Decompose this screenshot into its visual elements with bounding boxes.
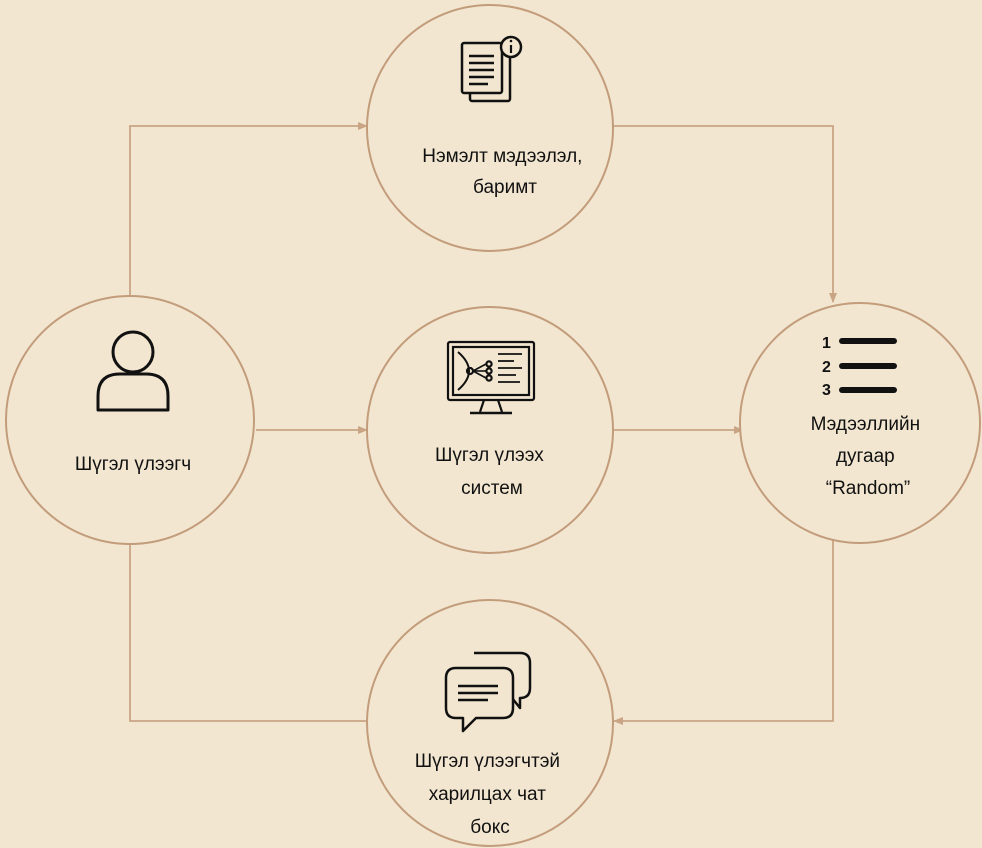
label-extra-info-line-2: баримт xyxy=(473,177,537,198)
node-requester xyxy=(5,295,255,545)
label-random-number-line-2: дугаар xyxy=(836,446,895,467)
label-chat-box-line-1: Шүгэл үлээгчтэй xyxy=(415,751,560,772)
node-chat-box xyxy=(366,599,614,847)
label-chat-box: Шүгэл үлээгчтэй харилцах чат бокс xyxy=(415,751,566,838)
connector-requester-to-extra-info xyxy=(129,122,368,297)
user-icon xyxy=(96,330,170,412)
label-system-line-1: Шүгэл үлээх xyxy=(435,445,544,466)
label-system-line-2: систем xyxy=(461,478,523,499)
node-system xyxy=(366,306,614,554)
node-circles xyxy=(5,4,981,847)
connector-chat-box-to-requester xyxy=(126,535,367,722)
label-extra-info-line-1: Нэмэлт мэдээлэл, xyxy=(422,146,582,167)
numbered-list-icon: 1 2 3 xyxy=(822,335,897,399)
label-random-number-line-1: Мэдээллийн xyxy=(811,414,920,435)
label-random-number: Мэдээллийн дугаар “Random” xyxy=(811,414,926,499)
node-labels: Шүгэл үлээгч Нэмэлт мэдээлэл, баримт Шүг… xyxy=(75,146,926,838)
label-extra-info: Нэмэлт мэдээлэл, баримт xyxy=(422,146,587,198)
connector-random-number-to-chat-box xyxy=(613,540,834,725)
label-requester: Шүгэл үлээгч xyxy=(75,454,191,475)
label-requester-line-1: Шүгэл үлээгч xyxy=(75,454,191,475)
label-system: Шүгэл үлээх систем xyxy=(435,445,549,499)
document-info-icon xyxy=(460,35,523,103)
computer-network-icon xyxy=(446,340,536,415)
list-icon-number-3: 3 xyxy=(822,382,831,399)
label-random-number-line-3: “Random” xyxy=(826,478,910,499)
list-icon-number-2: 2 xyxy=(822,359,831,376)
label-chat-box-line-3: бокс xyxy=(470,817,509,838)
node-random-number xyxy=(739,302,981,544)
list-icon-number-1: 1 xyxy=(822,335,831,352)
label-chat-box-line-2: харилцах чат xyxy=(429,784,546,805)
connectors xyxy=(126,122,837,725)
node-extra-info xyxy=(366,4,614,252)
chat-bubbles-icon xyxy=(444,651,532,733)
connector-extra-info-to-random-number xyxy=(613,125,837,303)
